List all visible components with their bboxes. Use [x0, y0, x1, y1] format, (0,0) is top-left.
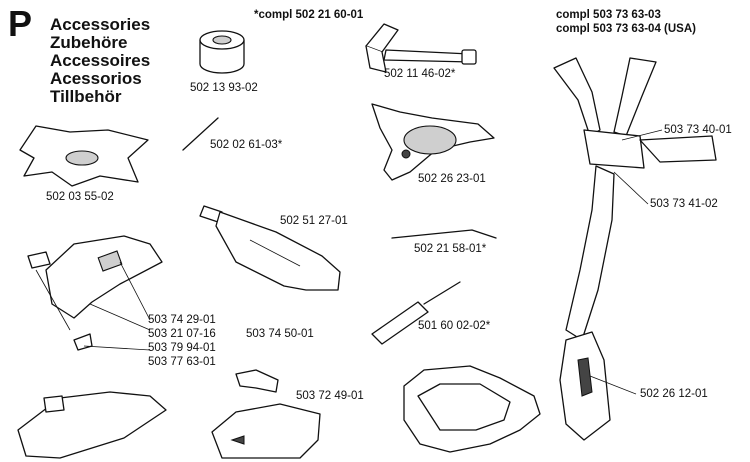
kit-label-harness-1: compl 503 73 63-03: [556, 9, 661, 21]
grease-tube-illustration: [199, 205, 341, 291]
trimmer-guard-illustration: [27, 235, 163, 351]
title-german: Zubehöre: [50, 33, 128, 52]
wrench-illustration: [365, 23, 477, 73]
part-number: 502 11 46-02*: [384, 68, 456, 80]
shoulder-harness-illustration: [553, 57, 717, 441]
kit-label-top: *compl 502 21 60-01: [254, 9, 364, 21]
lower-guard-illustration: [17, 391, 167, 459]
part-number: 502 03 55-02: [46, 191, 114, 203]
part-number: 503 74 29-01: [148, 314, 216, 326]
guard-bracket-illustration: [371, 103, 495, 181]
part-number: 503 77 63-01: [148, 356, 216, 368]
part-number: 502 26 12-01: [640, 388, 708, 400]
part-number: 502 51 27-01: [280, 215, 348, 227]
part-number: 503 21 07-16: [148, 328, 216, 340]
pin-illustration: [182, 117, 219, 151]
roll-illustration: [199, 30, 245, 74]
part-number: 503 73 41-02: [650, 198, 718, 210]
harness-pad-illustration: [403, 365, 541, 453]
part-number: 503 73 40-01: [664, 124, 732, 136]
part-number: 502 02 61-03*: [210, 139, 283, 151]
kit-label-harness-2: compl 503 73 63-04 (USA): [556, 23, 696, 35]
part-number: 503 74 50-01: [246, 328, 314, 340]
title-english: Accessories: [50, 15, 151, 34]
part-number: 502 13 93-02: [190, 82, 258, 94]
title-french: Accessoires: [50, 51, 151, 70]
bent-rod-illustration: [391, 229, 497, 239]
cutting-disc-illustration: [19, 125, 149, 187]
bracket-illustration: [211, 369, 321, 459]
section-letter: P: [8, 3, 33, 44]
part-number: 501 60 02-02*: [418, 320, 491, 332]
title-swedish: Tillbehör: [50, 87, 122, 106]
file-tool-illustration: [371, 281, 461, 345]
title-portuguese: Acessorios: [50, 69, 142, 88]
part-number: 503 79 94-01: [148, 342, 216, 354]
part-number: 502 26 23-01: [418, 173, 486, 185]
part-number: 503 72 49-01: [296, 390, 364, 402]
part-number: 502 21 58-01*: [414, 243, 487, 255]
